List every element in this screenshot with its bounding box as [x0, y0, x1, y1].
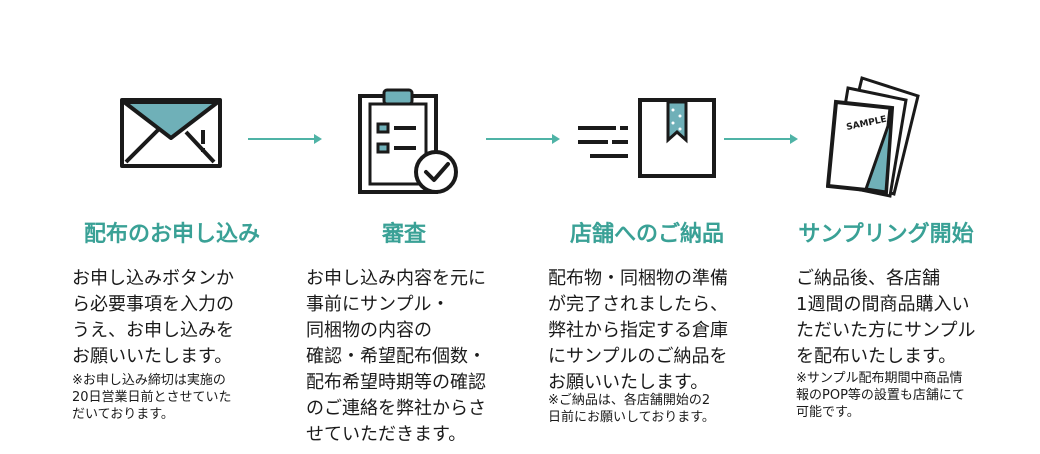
clipboard-check-icon — [356, 84, 466, 200]
step-4-title: サンプリング開始 — [798, 222, 974, 247]
step-1-body: お申し込みボタンか ら必要事項を入力の うえ、お申し込みを お願いいたします。 — [72, 268, 234, 367]
flow-arrow-3 — [724, 134, 798, 144]
step-3-body: 配布物・同梱物の準備 が完了されましたら、 弊社から指定する倉庫 にサンプルのご… — [548, 268, 728, 393]
flow-arrow-2 — [486, 134, 560, 144]
step-4-body: ご納品後、各店舗 1週間の間商品購入い ただいた方にサンプル を配布いたします。 — [796, 268, 976, 367]
step-2-title: 審査 — [381, 222, 426, 247]
delivery-box-icon — [576, 96, 720, 186]
step-1-note: ※お申し込み締切は実施の 20日営業日前とさせていた だいております。 — [72, 373, 232, 422]
envelope-icon — [118, 96, 230, 176]
step-2-body: お申し込み内容を元に 事前にサンプル・ 同梱物の内容の 確認・希望配布個数・ 配… — [306, 268, 486, 445]
flow-arrow-1 — [248, 134, 322, 144]
step-1-title: 配布のお申し込み — [83, 222, 260, 247]
step-3-title: 店舗へのご納品 — [569, 222, 724, 247]
sample-sheets-icon: SAMPLE — [825, 76, 922, 204]
step-4-note: ※サンプル配布期間中商品情 報のPOP等の設置も店舗にて 可能です。 — [796, 371, 965, 420]
step-3-note: ※ご納品は、各店舗開始の2 日前にお願いしております。 — [548, 393, 715, 425]
